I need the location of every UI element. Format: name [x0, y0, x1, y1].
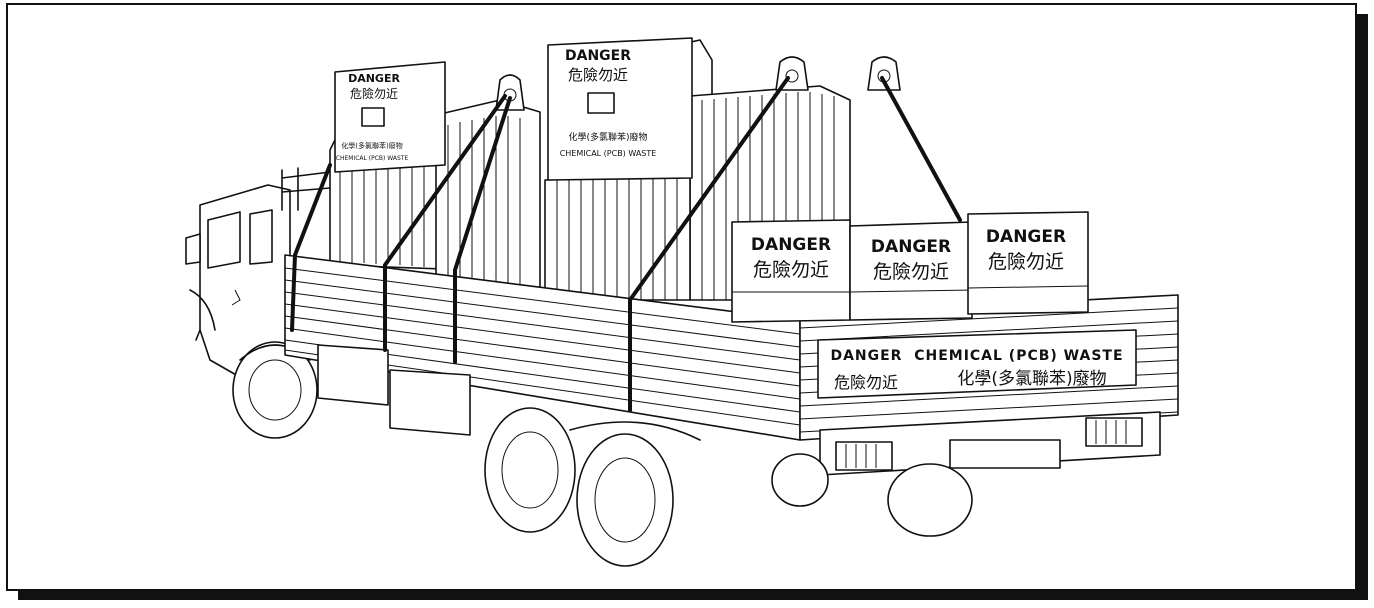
center-board-chinese: 危險勿近 [568, 66, 628, 84]
drum-2: DANGER 危險勿近 [849, 221, 973, 321]
left-board-title: DANGER [348, 72, 400, 85]
rear-wheels [484, 407, 973, 567]
drum-1-title: DANGER [751, 235, 831, 255]
left-board-line-en: CHEMICAL (PCB) WASTE [336, 155, 409, 162]
tailboard-line2-a: 危險勿近 [834, 373, 898, 392]
corrosive-symbol-icon [587, 92, 615, 114]
center-board-line-cn: 化學(多氯聯苯)廢物 [568, 131, 647, 143]
truck-cab [185, 167, 331, 439]
tailboard-line1: DANGER CHEMICAL (PCB) WASTE [830, 348, 1123, 364]
drum-3-title: DANGER [986, 227, 1066, 247]
drum-1-chinese: 危險勿近 [753, 259, 829, 281]
drum-1: DANGER 危險勿近 [731, 219, 851, 323]
tailboard-sign: DANGER CHEMICAL (PCB) WASTE 危險勿近 化學(多氯聯苯… [817, 329, 1137, 399]
corrosive-symbol-icon [361, 107, 385, 127]
left-board-chinese: 危險勿近 [350, 86, 398, 101]
center-board-title: DANGER [565, 48, 631, 64]
drum-3: DANGER 危險勿近 [967, 211, 1089, 315]
drum-3-chinese: 危險勿近 [988, 251, 1064, 273]
left-board-line-cn: 化學(多氯聯苯)廢物 [341, 141, 402, 150]
tailboard-line2-b: 化學(多氯聯苯)廢物 [957, 369, 1106, 389]
hazard-board-center: DANGER 危險勿近 化學(多氯聯苯)廢物 CHEMICAL (PCB) WA… [547, 37, 693, 181]
drum-2-title: DANGER [871, 237, 951, 257]
center-board-line-en: CHEMICAL (PCB) WASTE [560, 149, 657, 158]
tie-down-straps [290, 76, 962, 412]
drum-2-chinese: 危險勿近 [873, 261, 949, 283]
hazard-board-left: DANGER 危險勿近 化學(多氯聯苯)廢物 CHEMICAL (PCB) WA… [334, 61, 446, 173]
